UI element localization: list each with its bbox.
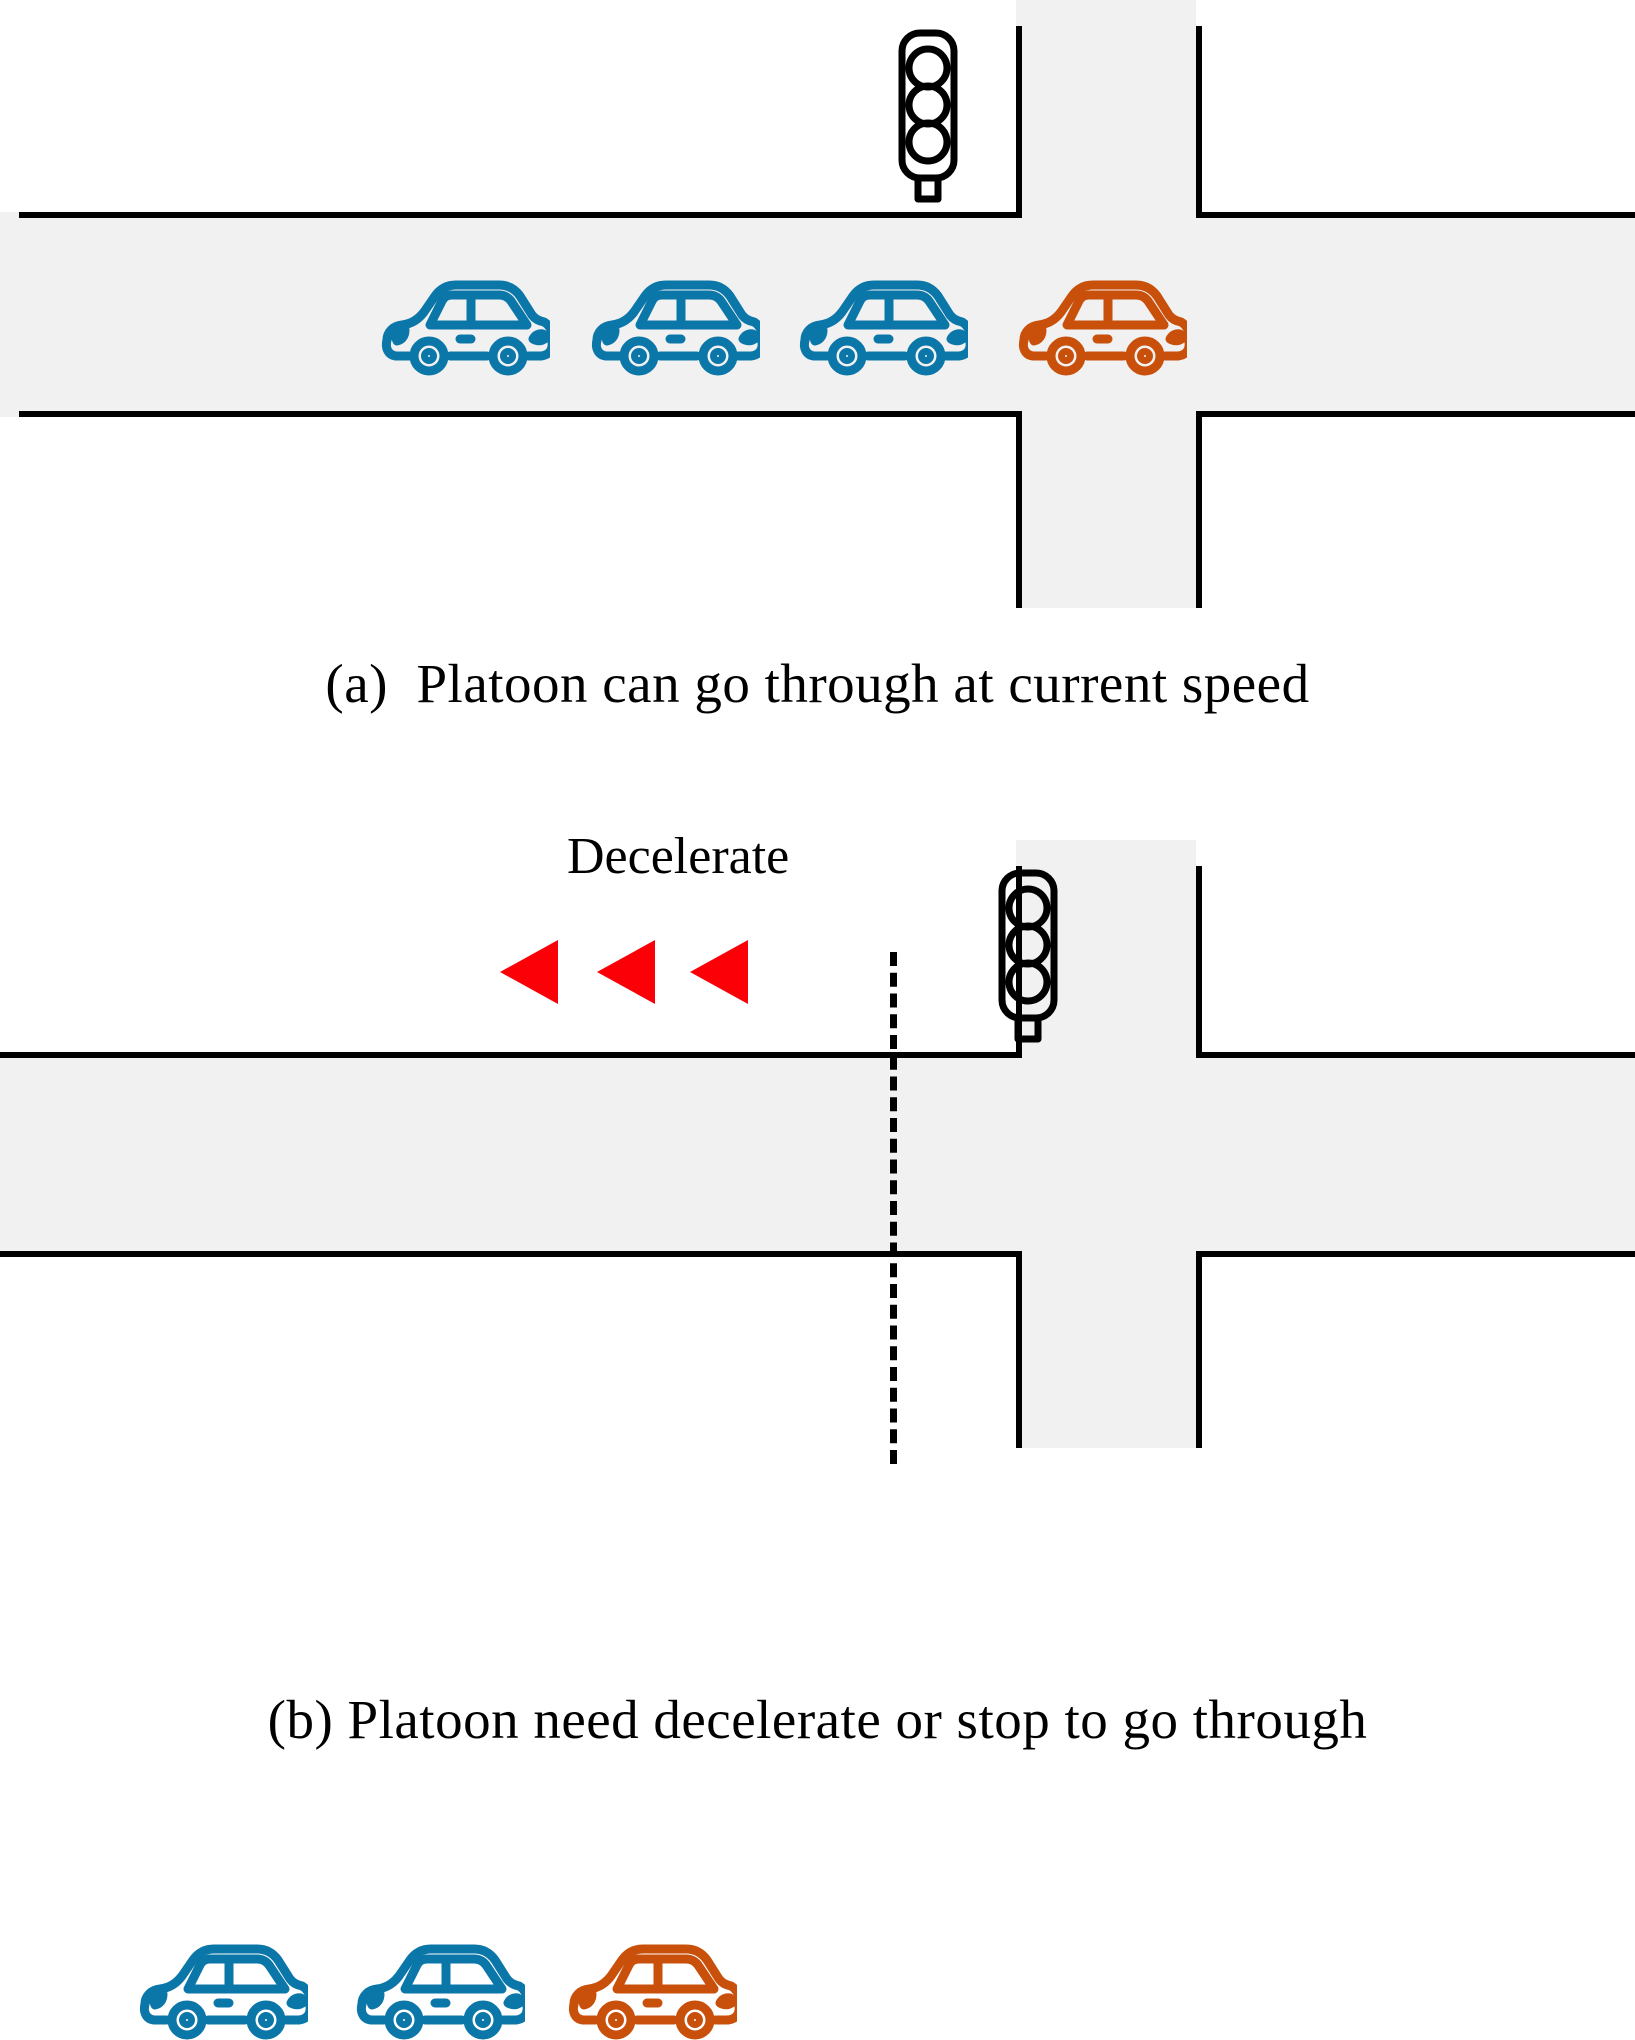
traffic-light-icon <box>888 28 968 203</box>
decelerate-arrow-2-icon <box>597 940 655 1004</box>
decelerate-label: Decelerate <box>567 828 790 885</box>
road-edge-left-lower-b <box>1016 1251 1022 1448</box>
road-edge-right-lower-a <box>1196 411 1202 608</box>
road-edge-right-upper-b <box>1196 866 1202 1058</box>
road-edge-top-left-b <box>0 1052 1016 1058</box>
car-icon-blue-1 <box>133 1940 308 2040</box>
panel-b-need-decelerate: Decelerate <box>0 828 1635 2040</box>
panel-a-caption: (a) Platoon can go through at current sp… <box>325 653 1310 714</box>
car-icon-orange-leader <box>1012 276 1187 376</box>
road-edge-top-right-a <box>1196 212 1635 218</box>
road-edge-bottom-left-a <box>19 411 1016 417</box>
decelerate-arrow-3-icon <box>690 940 748 1004</box>
road-edge-bottom-left-b <box>0 1251 1016 1257</box>
road-edge-left-lower-a <box>1016 411 1022 608</box>
car-icon-blue-2 <box>350 1940 525 2040</box>
traffic-light-icon <box>988 868 1068 1043</box>
car-icon-blue-2 <box>585 276 760 376</box>
road-edge-left-upper-a <box>1016 26 1022 218</box>
road-edge-right-upper-a <box>1196 26 1202 218</box>
horizontal-road-surface-b <box>0 1052 1635 1257</box>
stop-line-dashed <box>890 952 897 1464</box>
road-edge-right-lower-b <box>1196 1251 1202 1448</box>
road-edge-bottom-right-b <box>1196 1251 1635 1257</box>
car-icon-orange-leader <box>562 1940 737 2040</box>
car-icon-blue-3 <box>793 276 968 376</box>
decelerate-arrow-1-icon <box>500 940 558 1004</box>
car-icon-blue-1 <box>375 276 550 376</box>
panel-b-caption: (b) Platoon need decelerate or stop to g… <box>267 1689 1368 1750</box>
horizontal-road-surface-a <box>0 212 1635 417</box>
road-edge-top-right-b <box>1196 1052 1635 1058</box>
road-edge-top-left-a <box>19 212 1016 218</box>
panel-a-can-go-through: (a) Platoon can go through at current sp… <box>0 0 1635 840</box>
road-edge-bottom-right-a <box>1196 411 1635 417</box>
